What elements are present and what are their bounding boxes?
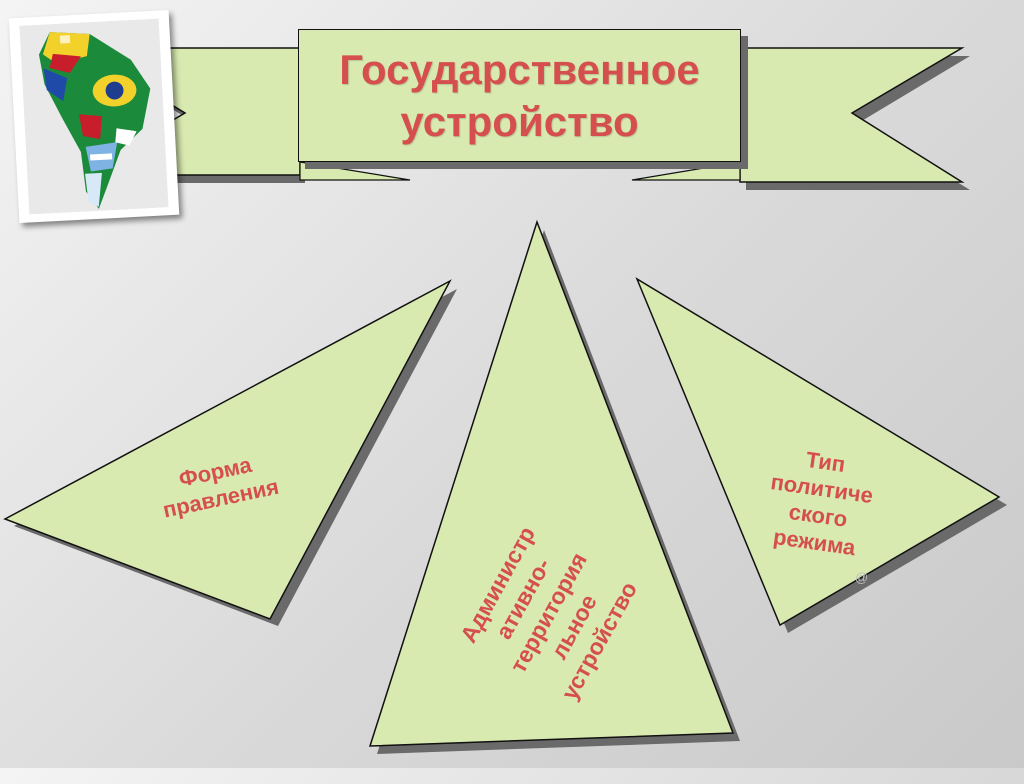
ribbon-fold-left	[299, 161, 411, 181]
page-title: Государственное устройство	[339, 45, 700, 145]
triangle-center	[368, 219, 735, 747]
slide: Государственное устройство Форма правлен…	[3, 9, 1007, 754]
photo-frame	[8, 9, 180, 224]
label-political-regime-type: Тип политиче ского режима	[769, 446, 875, 561]
triangle-left	[3, 279, 452, 620]
ribbon-fold-right	[631, 161, 741, 181]
ribbon-right	[739, 47, 965, 183]
south-america-flags-map-icon	[19, 18, 169, 215]
triangle-right	[635, 277, 1001, 627]
diagram-shapes	[3, 47, 1007, 754]
watermark-icon: @	[855, 570, 869, 585]
title-box: Государственное устройство	[298, 29, 741, 162]
